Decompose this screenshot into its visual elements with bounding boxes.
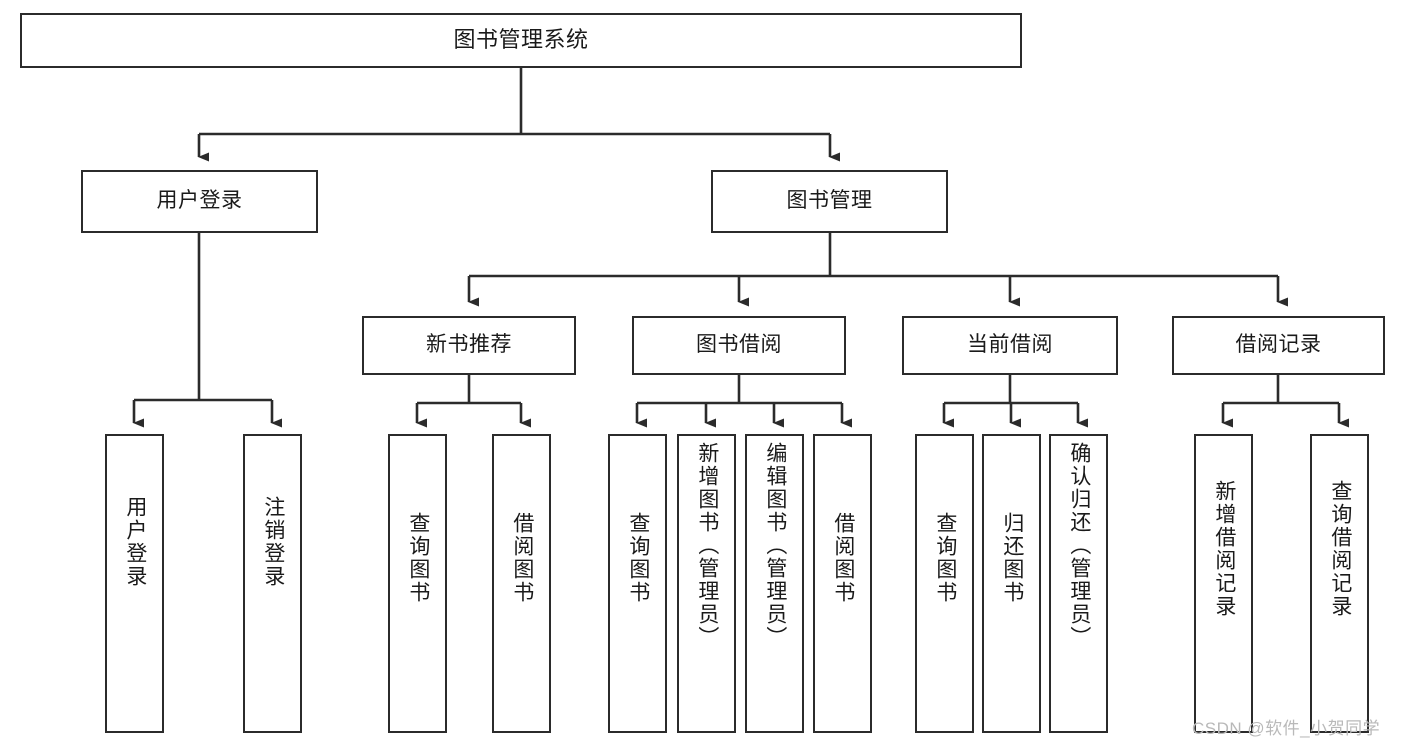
leaf-query-book-recommend[interactable]: 查询图书 xyxy=(388,434,447,733)
node-label: 查询借阅记录 xyxy=(1328,480,1352,618)
node-label: 借阅图书 xyxy=(510,512,534,604)
leaf-confirm-return-admin[interactable]: 确认归还（管理员） xyxy=(1049,434,1108,733)
leaf-return-book[interactable]: 归还图书 xyxy=(982,434,1041,733)
node-label: 图书管理系统 xyxy=(453,27,589,53)
leaf-query-book-current[interactable]: 查询图书 xyxy=(915,434,974,733)
node-label: 借阅图书 xyxy=(831,512,855,604)
node-label: 新增图书（管理员） xyxy=(695,442,719,649)
leaf-borrow-book[interactable]: 借阅图书 xyxy=(813,434,872,733)
node-label: 查询图书 xyxy=(406,512,430,604)
node-label: 新书推荐 xyxy=(426,333,512,357)
leaf-add-borrow-record[interactable]: 新增借阅记录 xyxy=(1194,434,1253,733)
leaf-add-book-admin[interactable]: 新增图书（管理员） xyxy=(677,434,736,733)
node-user-login[interactable]: 用户登录 xyxy=(81,170,318,233)
node-root-system[interactable]: 图书管理系统 xyxy=(20,13,1022,68)
leaf-query-borrow-record[interactable]: 查询借阅记录 xyxy=(1310,434,1369,733)
node-label: 借阅记录 xyxy=(1235,333,1322,357)
node-label: 图书管理 xyxy=(786,189,873,213)
node-label: 查询图书 xyxy=(933,512,957,604)
watermark-csdn: CSDN @软件_小贺同学 xyxy=(1192,719,1381,738)
leaf-logout[interactable]: 注销登录 xyxy=(243,434,302,733)
node-new-book-recommend[interactable]: 新书推荐 xyxy=(362,316,576,375)
node-borrow-record[interactable]: 借阅记录 xyxy=(1172,316,1385,375)
node-label: 用户登录 xyxy=(123,496,147,588)
leaf-user-login[interactable]: 用户登录 xyxy=(105,434,164,733)
node-label: 查询图书 xyxy=(626,512,650,604)
node-label: 注销登录 xyxy=(261,496,285,588)
leaf-query-book-borrow[interactable]: 查询图书 xyxy=(608,434,667,733)
node-label: 图书借阅 xyxy=(696,333,782,357)
node-label: 确认归还（管理员） xyxy=(1067,442,1091,649)
node-book-management[interactable]: 图书管理 xyxy=(711,170,948,233)
node-label: 新增借阅记录 xyxy=(1212,480,1236,618)
leaf-borrow-book-recommend[interactable]: 借阅图书 xyxy=(492,434,551,733)
node-label: 当前借阅 xyxy=(967,333,1053,357)
leaf-edit-book-admin[interactable]: 编辑图书（管理员） xyxy=(745,434,804,733)
node-label: 归还图书 xyxy=(1000,512,1024,604)
node-label: 用户登录 xyxy=(156,189,243,213)
node-current-borrow[interactable]: 当前借阅 xyxy=(902,316,1118,375)
node-book-borrow[interactable]: 图书借阅 xyxy=(632,316,846,375)
node-label: 编辑图书（管理员） xyxy=(763,442,787,649)
